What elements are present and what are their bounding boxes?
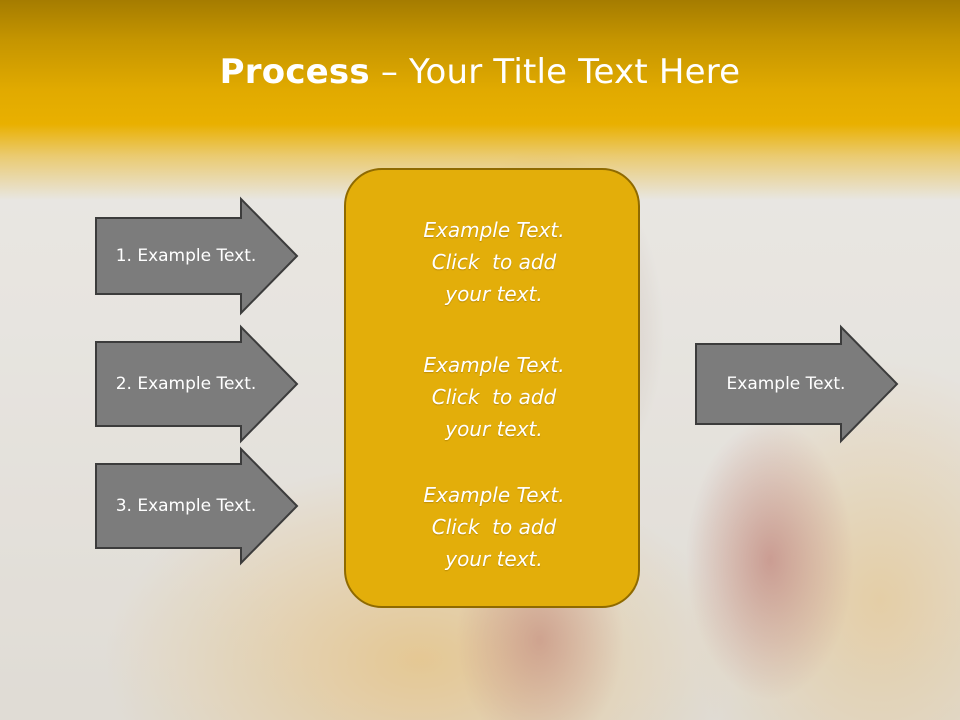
title-rest: Your Title Text Here [409, 52, 741, 92]
arrow-step-1-label: 1. Example Text. [115, 246, 257, 266]
center-block-3-line-2: Click to add [431, 515, 557, 539]
title-bold: Process [219, 52, 370, 92]
center-text-block-3: Example Text. Click to add your text. [346, 479, 642, 575]
slide-title[interactable]: Process – Your Title Text Here [0, 52, 960, 92]
arrow-step-2[interactable]: 2. Example Text. [95, 324, 299, 444]
center-block-1-line-2: Click to add [431, 250, 557, 274]
center-block-2-line-1: Example Text. [423, 353, 565, 377]
center-block-3-line-3: your text. [445, 547, 543, 571]
arrow-shape [95, 196, 299, 316]
header-band [0, 0, 960, 200]
arrow-shape [95, 324, 299, 444]
arrow-shape [695, 324, 899, 444]
center-block-1-line-1: Example Text. [423, 218, 565, 242]
arrow-shape [95, 446, 299, 566]
center-block-3-line-1: Example Text. [423, 483, 565, 507]
center-block-2-line-2: Click to add [431, 385, 557, 409]
center-text-box[interactable]: Example Text. Click to add your text. Ex… [344, 168, 640, 608]
center-text-block-1: Example Text. Click to add your text. [346, 214, 642, 310]
arrow-step-2-label: 2. Example Text. [115, 374, 257, 394]
center-block-2-line-3: your text. [445, 417, 543, 441]
center-block-1-line-3: your text. [445, 282, 543, 306]
arrow-step-3[interactable]: 3. Example Text. [95, 446, 299, 566]
center-text-block-2: Example Text. Click to add your text. [346, 349, 642, 445]
arrow-result-label: Example Text. [726, 374, 846, 394]
arrow-result[interactable]: Example Text. [695, 324, 899, 444]
title-dash: – [369, 52, 410, 92]
arrow-step-1[interactable]: 1. Example Text. [95, 196, 299, 316]
arrow-step-3-label: 3. Example Text. [115, 496, 257, 516]
